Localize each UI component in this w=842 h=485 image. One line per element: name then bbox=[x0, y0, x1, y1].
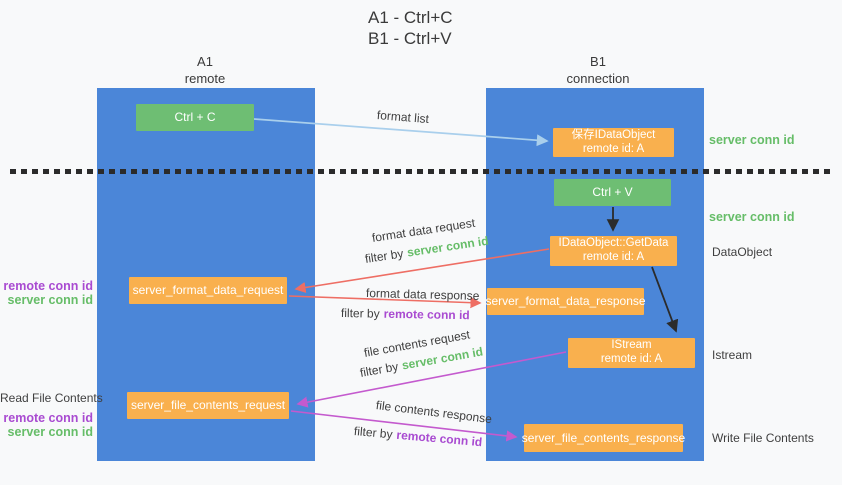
node-istream: IStream remote id: A bbox=[568, 338, 695, 368]
getdata-to-istream-arrow bbox=[651, 266, 679, 333]
annotation-server-conn-id-left-bottom: server conn id bbox=[7, 425, 93, 439]
node-ctrl-c-label: Ctrl + C bbox=[174, 110, 216, 125]
node-server-file-contents-request: server_file_contents_request bbox=[127, 392, 289, 419]
node-ctrl-c: Ctrl + C bbox=[136, 104, 254, 131]
node-istream-line1: IStream bbox=[611, 339, 652, 352]
annotation-server-conn-id-mid: server conn id bbox=[709, 210, 795, 224]
annotation-remote-conn-id-top: remote conn id bbox=[3, 279, 93, 293]
annotation-read-file-contents: Read File Contents bbox=[0, 391, 103, 405]
lane-b1-role: connection bbox=[566, 70, 630, 86]
format-data-response-arrow bbox=[288, 295, 482, 309]
node-server-format-data-response: server_format_data_response bbox=[485, 288, 646, 315]
annotation-server-conn-id-top: server conn id bbox=[709, 133, 795, 147]
annotation-dataobject: DataObject bbox=[712, 245, 773, 259]
annotation-write-file-contents: Write File Contents bbox=[712, 431, 814, 445]
annotation-remote-conn-id-bottom: remote conn id bbox=[3, 411, 93, 425]
node-istream-line2: remote id: A bbox=[600, 353, 663, 365]
annotation-server-conn-id-left-top: server conn id bbox=[7, 293, 93, 307]
lane-header-b1-connection: B1 connection bbox=[538, 54, 658, 88]
lane-b1-name: B1 bbox=[590, 54, 606, 69]
copy-paste-divider-dotted-line bbox=[10, 169, 832, 174]
node-getdata-line2: remote id: A bbox=[582, 251, 645, 263]
title-line-ctrl-c: A1 - Ctrl+C bbox=[368, 8, 453, 27]
node-ctrl-v: Ctrl + V bbox=[554, 179, 671, 206]
node-getdata-line1: IDataObject::GetData bbox=[558, 237, 669, 250]
diagram-title: A1 - Ctrl+C B1 - Ctrl+V bbox=[368, 8, 453, 49]
file-contents-request-arrow bbox=[296, 351, 567, 408]
node-format-response-label: server_format_data_response bbox=[485, 294, 646, 309]
node-save-idataobject-line2: remote id: A bbox=[582, 142, 645, 155]
title-line-ctrl-v: B1 - Ctrl+V bbox=[368, 28, 452, 48]
annotation-istream: Istream bbox=[712, 348, 753, 362]
file-contents-response-arrow bbox=[290, 410, 518, 442]
lane-a1-name: A1 bbox=[197, 54, 213, 69]
node-format-request-label: server_format_data_request bbox=[132, 283, 284, 298]
node-save-idataobject-line1: 保存IDataObject bbox=[571, 128, 656, 141]
node-server-format-data-request: server_format_data_request bbox=[129, 277, 287, 304]
node-server-file-contents-response: server_file_contents_response bbox=[521, 424, 686, 452]
format-list-arrow bbox=[253, 118, 549, 147]
node-save-idataobject: 保存IDataObject remote id: A bbox=[553, 128, 674, 157]
lane-header-a1-remote: A1 remote bbox=[145, 54, 265, 88]
format-data-request-arrow bbox=[294, 248, 550, 294]
node-idataobject-getdata: IDataObject::GetData remote id: A bbox=[550, 236, 677, 266]
node-file-response-label: server_file_contents_response bbox=[521, 430, 686, 445]
node-file-request-label: server_file_contents_request bbox=[130, 398, 286, 413]
lane-a1-role: remote bbox=[184, 70, 226, 86]
node-ctrl-v-label: Ctrl + V bbox=[592, 185, 633, 200]
format-data-response-label: format data response bbox=[365, 286, 480, 303]
